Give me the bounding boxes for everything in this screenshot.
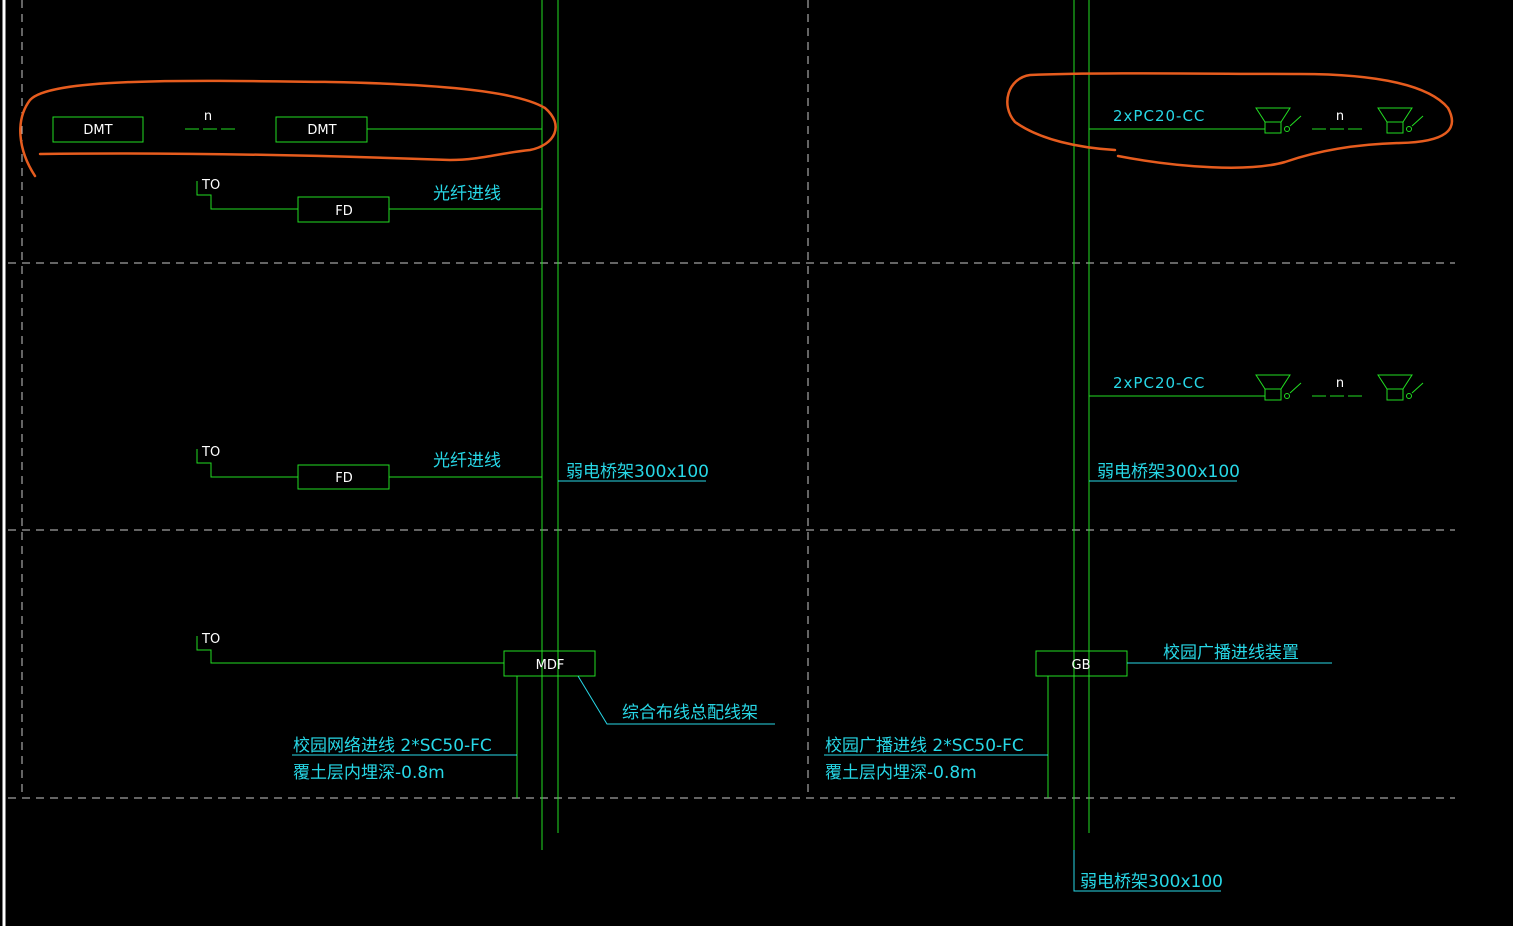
speaker-n-label-mid: n [1336, 376, 1344, 391]
to-label-mid: TO [201, 445, 220, 460]
broadcast-incoming-line2: 覆土层内埋深-0.8m [825, 763, 977, 783]
conduit-label-mid: 2xPC20-CC [1113, 374, 1205, 392]
conduit-label-top: 2xPC20-CC [1113, 107, 1205, 125]
speaker-icon [1255, 374, 1302, 401]
highlight-ellipse-left [19, 79, 557, 178]
broadcast-cyan-leaders [824, 480, 1332, 892]
dmt-label-left: DMT [83, 123, 112, 138]
highlight-ellipse-right [1006, 72, 1454, 169]
speaker-arrow-shape [1289, 382, 1302, 394]
network-incoming-line1: 校园网络进线 2*SC50-FC [293, 736, 492, 756]
speaker-arrow-shape [1289, 115, 1302, 127]
gb-note-label: 校园广播进线装置 [1163, 643, 1299, 663]
speaker-body-shape [1264, 388, 1282, 401]
mdf-note-label: 综合布线总配线架 [622, 703, 758, 723]
speaker-dot-shape [1284, 126, 1290, 132]
dmt-label-right: DMT [307, 123, 336, 138]
dmt-n-label: n [204, 109, 212, 124]
floor-grid [8, 0, 1455, 799]
mdf-label: MDF [536, 658, 565, 673]
speaker-horn-shape [1255, 374, 1291, 390]
speaker-body-shape [1264, 121, 1282, 134]
to-outlet-mid[interactable] [196, 449, 298, 478]
network-incoming-line2: 覆土层内埋深-0.8m [293, 763, 445, 783]
speaker-body-shape [1386, 388, 1404, 401]
broadcast-incoming-line1: 校园广播进线 2*SC50-FC [825, 736, 1024, 756]
to-outlet-top[interactable] [196, 181, 298, 210]
speaker-dot-shape [1406, 393, 1412, 399]
to-label-bottom: TO [201, 632, 220, 647]
fd-label-mid: FD [335, 471, 353, 486]
speaker-arrow-shape [1411, 115, 1424, 127]
speaker-horn-shape [1377, 374, 1413, 390]
broadcast-system [1035, 0, 1424, 850]
mdf-box[interactable] [503, 650, 596, 677]
speaker-n-label-top: n [1336, 109, 1344, 124]
tray-leader-broadcast-bottom [1073, 850, 1221, 892]
tray-label-network-mid: 弱电桥架300x100 [566, 462, 709, 482]
speaker-arrow-shape [1411, 382, 1424, 394]
speaker-horn-shape [1377, 107, 1413, 123]
tray-label-broadcast-bottom: 弱电桥架300x100 [1080, 872, 1223, 892]
fd-label-top: FD [335, 204, 353, 219]
speaker-icon [1377, 374, 1424, 401]
speaker-dot-shape [1284, 393, 1290, 399]
to-label-top: TO [201, 178, 220, 193]
fiber-label-top: 光纤进线 [433, 184, 501, 204]
tray-label-broadcast-mid: 弱电桥架300x100 [1097, 462, 1240, 482]
speaker-horn-shape [1255, 107, 1291, 123]
fiber-label-mid: 光纤进线 [433, 451, 501, 471]
mdf-note-leader [577, 675, 775, 725]
gb-label: GB [1072, 658, 1091, 673]
to-outlet-bottom[interactable] [196, 636, 504, 664]
speaker-icon [1255, 107, 1302, 134]
network-system [52, 0, 596, 850]
network-cyan-leaders [292, 480, 775, 756]
speaker-dot-shape [1406, 126, 1412, 132]
dmt-box-left[interactable] [52, 116, 144, 143]
speaker-icon [1377, 107, 1424, 134]
speaker-body-shape [1386, 121, 1404, 134]
